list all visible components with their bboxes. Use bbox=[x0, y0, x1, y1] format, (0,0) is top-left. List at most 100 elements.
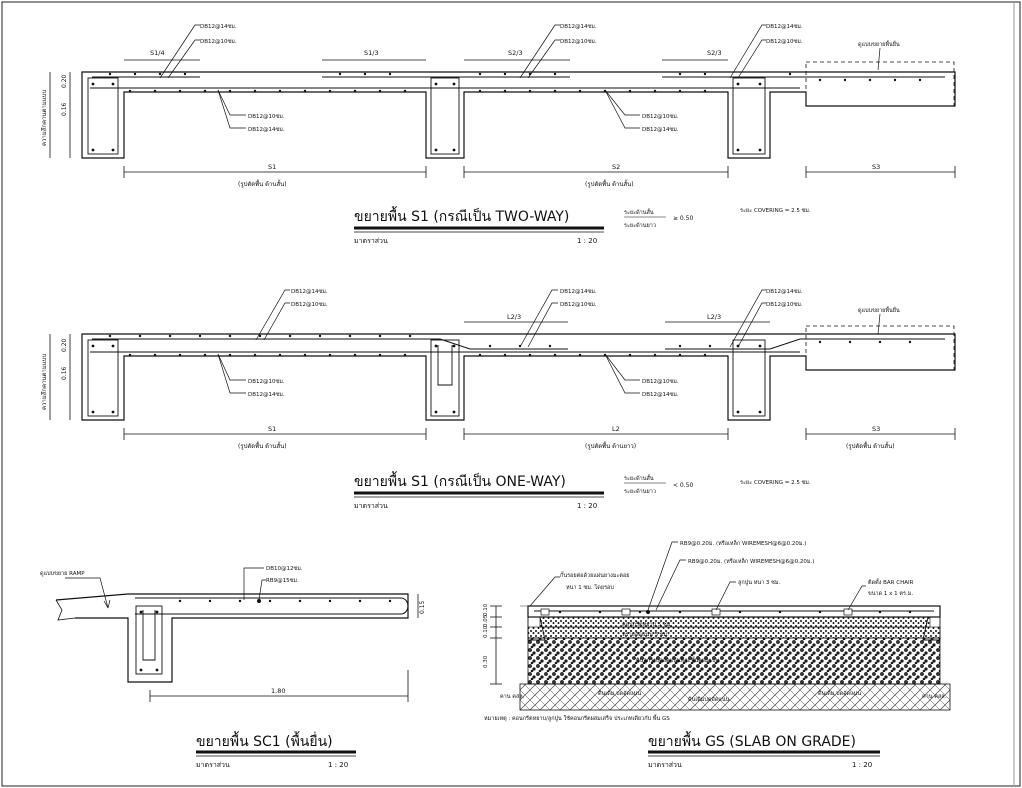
native-soil bbox=[519, 683, 951, 711]
dim-020: 0.20 bbox=[61, 338, 68, 352]
label-db10: DB10@12ซม. bbox=[266, 565, 303, 572]
dim-010: 0.10 bbox=[483, 603, 489, 616]
compacted-laterite bbox=[527, 637, 941, 685]
scale-label: มาตราส่วน bbox=[354, 502, 388, 510]
beam-stirrup bbox=[430, 77, 460, 155]
section-sc1-text: ดูแบบขยาย RAMP DB10@12ซม. RB9@15ซม. 0.15… bbox=[40, 565, 426, 769]
label-sub2: (รูปตัดพื้น ด้านยาว) bbox=[585, 440, 636, 450]
label-side-left: ดินเดิม บดอัดแน่น bbox=[598, 690, 642, 697]
beam-stirrup bbox=[732, 77, 766, 155]
label-db10-d: DB12@10ซม. bbox=[248, 378, 285, 385]
label-sep2: หนา 1 ซม. โดยรอบ bbox=[566, 583, 614, 591]
label-sep1: กั้นรอยต่อด้วยแผ่นยางมะตอย bbox=[560, 571, 630, 579]
section-one-way bbox=[49, 289, 956, 440]
ratio-value: ≥ 0.50 bbox=[673, 215, 693, 222]
label-sub2: (รูปตัดพื้น ด้านสั้น) bbox=[585, 178, 634, 188]
label-s2-3a: S2/3 bbox=[508, 49, 523, 57]
rebar-dots bbox=[91, 72, 922, 152]
beam-stirrup bbox=[87, 77, 119, 155]
label-lean: ลูกปูน หนา 3 ซม. bbox=[738, 579, 781, 586]
label-db14-e: DB12@14ซม. bbox=[642, 126, 679, 133]
label-db10-a: DB12@10ซม. bbox=[200, 38, 237, 45]
slab-outline bbox=[81, 71, 956, 159]
label-extension: ดูแบบขยายพื้นยื่น bbox=[858, 40, 900, 48]
section-two-way bbox=[49, 24, 956, 178]
dim-020: 0.20 bbox=[61, 74, 68, 88]
label-s3: S3 bbox=[872, 425, 880, 433]
label-chair1: ติดตั้ง BAR CHAIR bbox=[868, 578, 914, 586]
section-gs bbox=[490, 541, 951, 711]
label-l2: L2 bbox=[612, 425, 620, 433]
section-one-way-text: L2/3 L2/3 DB12@14ซม. DB12@10ซม. DB12@14ซ… bbox=[41, 288, 900, 450]
ratio-top: ระยะด้านสั้น bbox=[624, 474, 654, 482]
label-s1: S1 bbox=[268, 425, 276, 433]
label-l2-3b: L2/3 bbox=[707, 313, 721, 321]
section-gs-text: RB9@0.20ม. (หรือเหล็ก WIREMESH@6@0.20ม.)… bbox=[483, 539, 947, 769]
label-edge-right: คาน คสล. bbox=[922, 693, 947, 700]
label-s3: S3 bbox=[872, 163, 880, 171]
label-db14-b: DB12@14ซม. bbox=[560, 288, 597, 295]
side-label: ความลึกคานตามแบบ bbox=[41, 90, 48, 146]
label-db10-a: DB12@10ซม. bbox=[291, 301, 328, 308]
label-layer4: ดินเดิมบดอัดแน่น bbox=[688, 696, 730, 703]
scale-value: 1 : 20 bbox=[577, 237, 597, 245]
ratio-value: < 0.50 bbox=[673, 482, 693, 489]
note: หมายเหตุ : คอนกรีตหยาบ/ลูกปูน ใช้คอนกรีต… bbox=[484, 714, 670, 722]
dim-015: 0.15 bbox=[419, 600, 426, 614]
dim-010b: 0.10 bbox=[483, 625, 489, 638]
label-s1-3: S1/3 bbox=[364, 49, 379, 57]
label-db10-c: DB12@10ซม. bbox=[766, 301, 803, 308]
section-sc1 bbox=[55, 567, 419, 702]
label-layer3: ดินลูกรังบดอัดแน่นทีละชั้นตามแบบ bbox=[636, 656, 720, 664]
scale-value: 1 : 20 bbox=[852, 761, 872, 769]
label-db14-d: DB12@14ซม. bbox=[248, 391, 285, 398]
cantilever-detail-box bbox=[805, 325, 955, 371]
label-db14-c: DB12@14ซม. bbox=[766, 288, 803, 295]
label-db14-e: DB12@14ซม. bbox=[642, 391, 679, 398]
scale-value: 1 : 20 bbox=[328, 761, 348, 769]
label-db14-b: DB12@14ซม. bbox=[560, 23, 597, 30]
label-chair2: ขนาด 1 x 1 ตร.ม. bbox=[868, 591, 913, 597]
label-sub1: (รูปตัดพื้น ด้านสั้น) bbox=[238, 440, 287, 450]
label-db14-c: DB12@14ซม. bbox=[766, 23, 803, 30]
title: ขยายพื้น S1 (กรณีเป็น ONE-WAY) bbox=[354, 471, 566, 490]
covering: ระยะ COVERING = 2.5 ซม. bbox=[740, 207, 811, 214]
label-db14-a: DB12@14ซม. bbox=[291, 288, 328, 295]
title: ขยายพื้น GS (SLAB ON GRADE) bbox=[648, 731, 856, 750]
dim-016: 0.16 bbox=[61, 366, 68, 380]
section-two-way-title: ขยายพื้น S1 (กรณีเป็น TWO-WAY) มาตราส่วน… bbox=[354, 206, 811, 245]
gs-slab bbox=[527, 605, 941, 618]
dim-030: 0.30 bbox=[483, 655, 489, 668]
label-db10-c: DB12@10ซม. bbox=[766, 38, 803, 45]
label-edge-left: คาน คสล. bbox=[500, 693, 525, 700]
label-db10-e: DB12@10ซม. bbox=[642, 378, 679, 385]
slab-outline bbox=[81, 333, 956, 421]
title: ขยายพื้น SC1 (พื้นยื่น) bbox=[196, 731, 333, 750]
label-db14-a: DB12@14ซม. bbox=[200, 23, 237, 30]
label-mesh1: RB9@0.20ม. (หรือเหล็ก WIREMESH@6@0.20ม.) bbox=[680, 539, 806, 547]
dim-016: 0.16 bbox=[61, 102, 68, 116]
label-rb9: RB9@15ซม. bbox=[266, 577, 299, 584]
label-side-right: ดินเดิม บดอัดแน่น bbox=[818, 690, 862, 697]
label-sub3: (รูปตัดพื้น ด้านสั้น) bbox=[846, 440, 895, 450]
label-db10-e: DB12@10ซม. bbox=[642, 113, 679, 120]
cantilever-detail-box bbox=[805, 61, 955, 107]
label-s2: S2 bbox=[612, 163, 620, 171]
label-s2-3b: S2/3 bbox=[707, 49, 722, 57]
label-db14-d: DB12@14ซม. bbox=[248, 126, 285, 133]
leader bbox=[159, 24, 200, 79]
dim-005: 0.05 bbox=[483, 614, 489, 627]
label-db10-b: DB12@10ซม. bbox=[560, 301, 597, 308]
ratio-bottom: ระยะด้านยาว bbox=[624, 222, 656, 229]
label-sub1: (รูปตัดพื้น ด้านสั้น) bbox=[238, 178, 287, 188]
scale-label: มาตราส่วน bbox=[648, 761, 682, 769]
ratio-bottom: ระยะด้านยาว bbox=[624, 488, 656, 495]
covering: ระยะ COVERING = 2.5 ซม. bbox=[740, 479, 811, 486]
label-layer2: ทรายอัดแน่น 5 ซม. bbox=[622, 631, 669, 638]
side-label: ความลึกคานตามแบบ bbox=[41, 354, 48, 410]
dim-180: 1.80 bbox=[271, 687, 285, 695]
scale-label: มาตราส่วน bbox=[196, 761, 230, 769]
label-mesh2: RB9@0.20ม. (หรือเหล็ก WIREMESH@6@0.20ม.) bbox=[688, 557, 814, 565]
